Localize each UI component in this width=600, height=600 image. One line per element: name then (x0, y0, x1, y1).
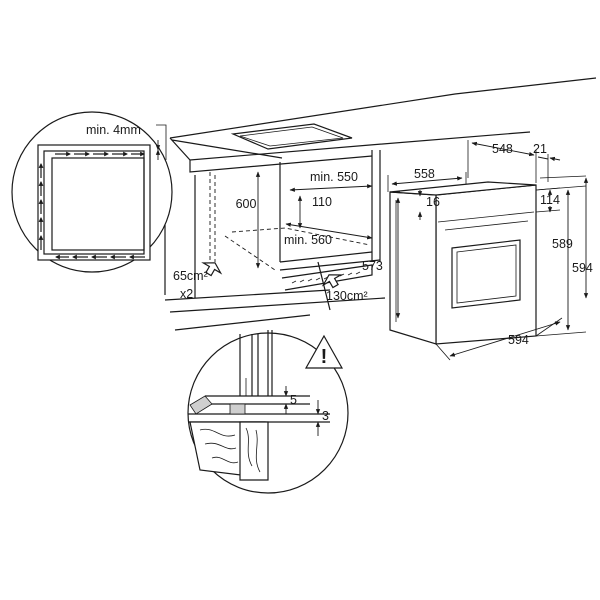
wall-line (169, 77, 597, 139)
oven-body-height-label: 573 (362, 259, 383, 273)
oven-depth-dimension: 548 21 (467, 140, 561, 183)
vent-right: 130cm² (321, 274, 368, 303)
front-height-dimensions: 589 594 (535, 175, 593, 337)
niche-width-label: min. 550 (310, 170, 358, 184)
detail-5-label: 5 (290, 393, 297, 407)
oven (389, 181, 537, 345)
front-height-inner-label: 589 (552, 237, 573, 251)
oven-depth-label: 548 (492, 142, 513, 156)
cooktop (230, 123, 353, 150)
warning-triangle-icon: ! (304, 334, 344, 369)
oven-side (389, 191, 437, 345)
warning-glyph: ! (321, 346, 328, 368)
niche-depth-label: min. 560 (284, 233, 332, 247)
oven-front (435, 184, 537, 345)
bottom-detail-inset: ! 5 (187, 261, 349, 494)
front-width-dimension: 594 (435, 317, 563, 361)
gap-detail-inset: min. 4mm (11, 111, 283, 273)
niche-height-dimension: 600 (236, 171, 261, 269)
airflow-arrow-icon (321, 274, 343, 289)
panel-114-label: 114 (540, 193, 560, 207)
wood-grain (199, 427, 261, 473)
vent-left-label: 65cm² (173, 269, 208, 283)
detail-3-label: 3 (322, 409, 329, 423)
panel-height-dimensions: 16 114 (417, 187, 561, 220)
airflow-arrow-icon (201, 262, 223, 277)
oven-body-height-dimension: 573 (362, 191, 401, 319)
gap-min-label: min. 4mm (86, 123, 141, 137)
door-offset-label: 21 (533, 142, 547, 156)
top-gap-dimension: 110 (297, 195, 332, 229)
countertop-front (169, 131, 531, 161)
niche-depth-dimension: min. 560 (284, 222, 373, 247)
vent-left: 65cm² x2 (173, 262, 223, 301)
top-gap-label: 110 (312, 195, 332, 209)
countertop-edge (189, 155, 373, 173)
front-height-outer-label: 594 (572, 261, 593, 275)
oven-window (451, 239, 521, 309)
niche-height-label: 600 (236, 197, 257, 211)
front-width-label: 594 (508, 333, 529, 347)
vent-right-label: 130cm² (326, 289, 368, 303)
oven-width-dimension: 558 (387, 167, 467, 192)
panel-16-label: 16 (426, 195, 440, 209)
vent-left-count-label: x2 (180, 287, 193, 301)
oven-width-top-label: 558 (414, 167, 435, 181)
niche-width-dimension: min. 550 (289, 170, 373, 192)
